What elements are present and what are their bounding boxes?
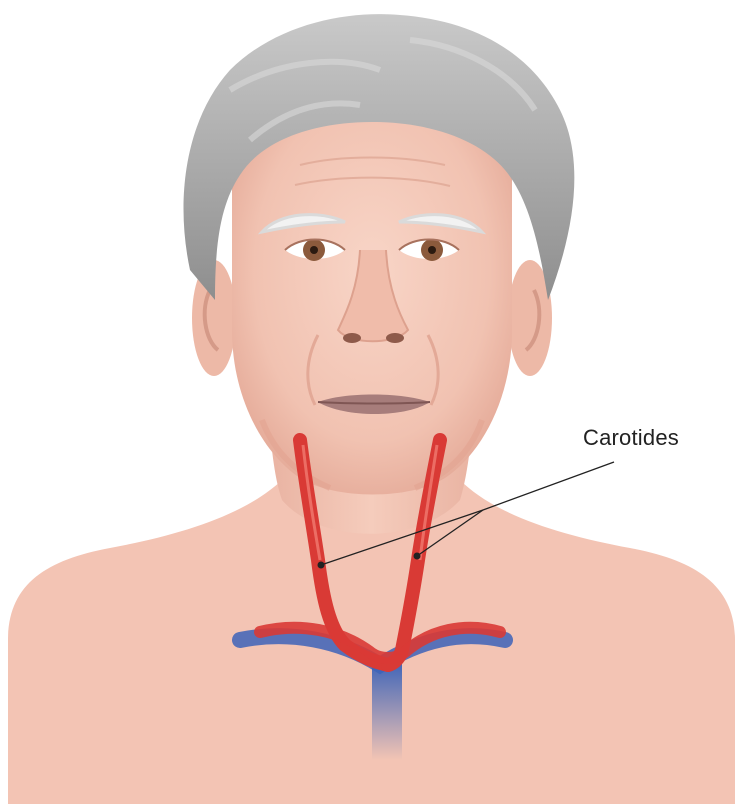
superior-vena-cava [372,660,402,760]
carotides-label: Carotides [583,425,679,451]
left-carotid-marker [318,562,325,569]
right-carotid-marker [414,553,421,560]
